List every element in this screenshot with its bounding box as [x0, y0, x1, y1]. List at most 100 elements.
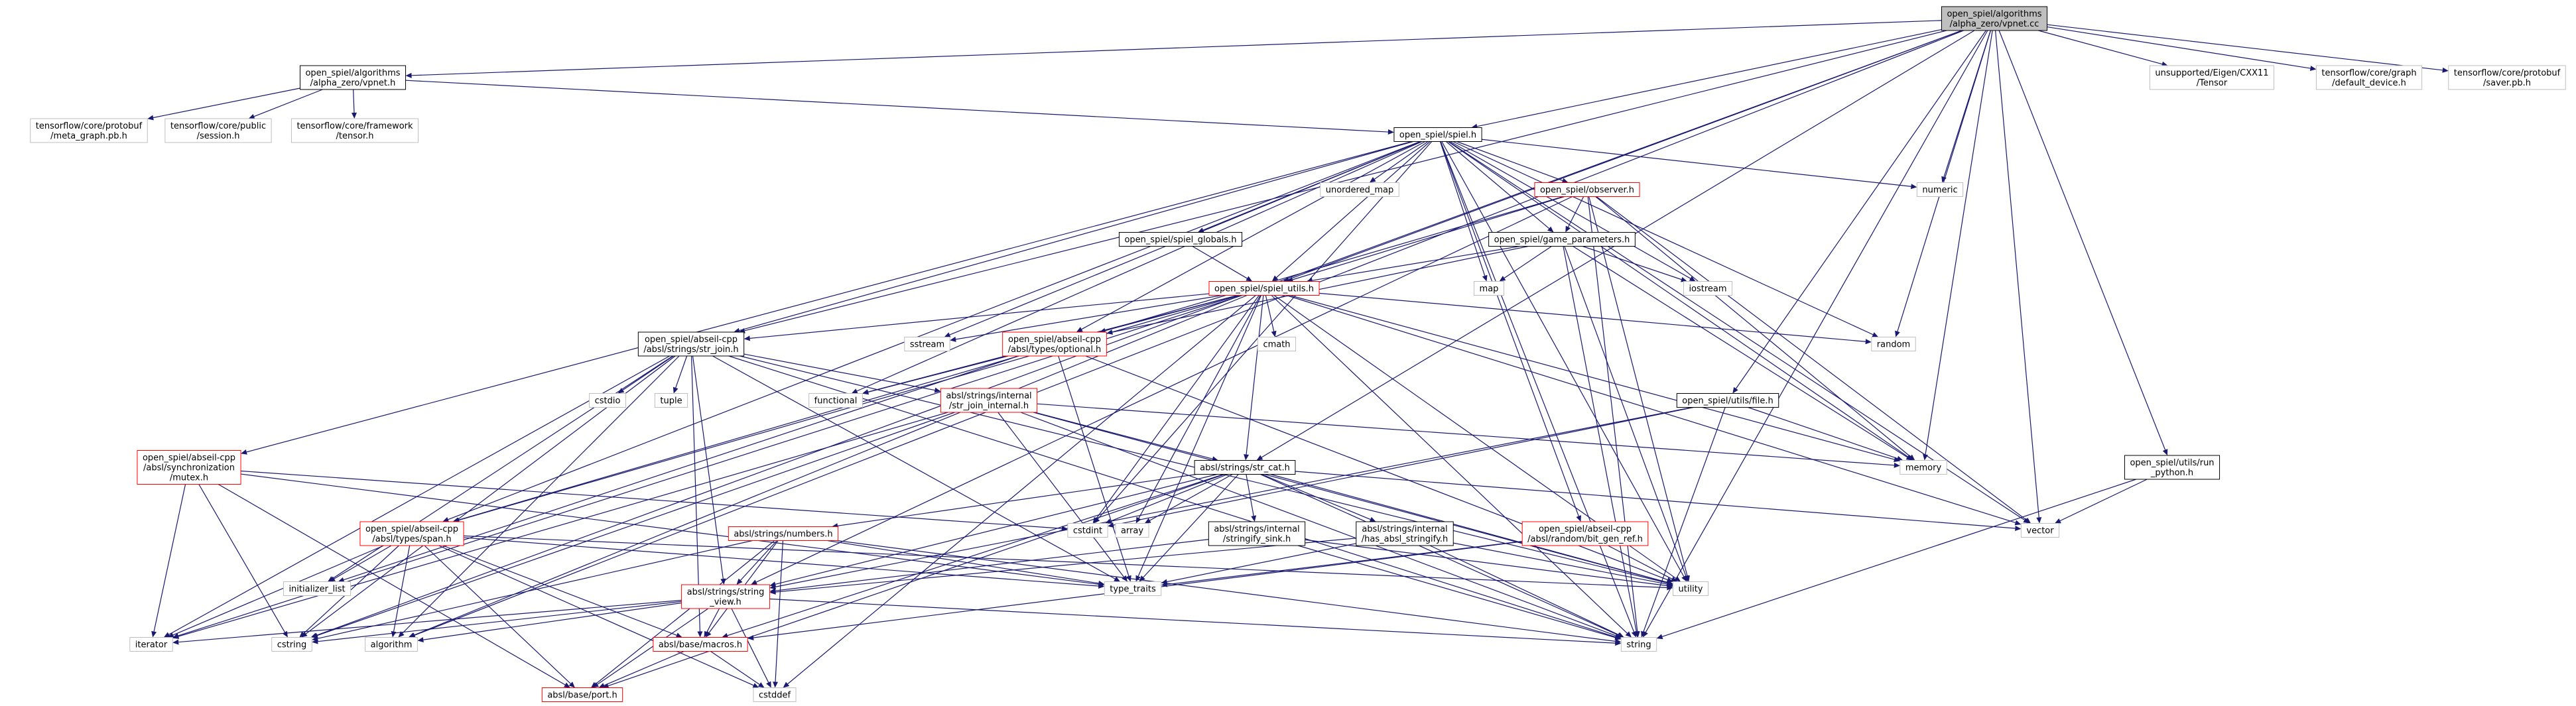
node-str_join[interactable]: open_spiel/abseil-cpp/absl/strings/str_j…	[637, 331, 745, 357]
edge-vpnet_h-to-spiel_h	[405, 80, 1388, 133]
node-root[interactable]: open_spiel/algorithms/alpha_zero/vpnet.c…	[1941, 6, 2048, 31]
node-str_join_internal[interactable]: absl/strings/internal/str_join_internal.…	[940, 388, 1038, 413]
node-box	[365, 637, 418, 652]
arrowhead-span_h-to-port_h	[568, 681, 575, 688]
node-label: open_spiel/spiel_globals.h	[1124, 235, 1236, 245]
node-spiel_h[interactable]: open_spiel/spiel.h	[1393, 127, 1482, 142]
node-box	[1534, 182, 1640, 197]
edge-game_parameters-to-iostream	[1582, 245, 1682, 280]
arrowhead-str_join-to-tuple	[673, 386, 678, 394]
arrowhead-root-to-vector	[2036, 517, 2042, 524]
edge-run_python-to-string	[1662, 479, 2136, 637]
node-array: array	[1115, 523, 1149, 538]
arrowhead-str_cat-to-string_view	[769, 581, 777, 587]
node-vpnet_h[interactable]: open_spiel/algorithms/alpha_zero/vpnet.h	[299, 65, 407, 90]
edge-spiel_h-to-numeric	[1482, 139, 1911, 187]
node-macros_h[interactable]: absl/base/macros.h	[653, 637, 748, 652]
arrowhead-observer_h-to-spiel_utils	[1287, 277, 1294, 282]
node-label: /session.h	[197, 131, 240, 141]
node-mutex_h[interactable]: open_spiel/abseil-cpp/absl/synchronizati…	[137, 450, 241, 485]
edge-stringify_sink-to-string	[1297, 545, 1616, 638]
node-spiel_utils[interactable]: open_spiel/spiel_utils.h	[1208, 281, 1320, 296]
arrowhead-spiel_h-to-bit_gen_ref	[1576, 515, 1582, 522]
node-box	[1194, 460, 1296, 475]
node-has_absl_stringify[interactable]: absl/strings/internal/has_absl_stringify…	[1356, 521, 1454, 546]
node-label: functional	[814, 396, 858, 406]
node-span_h[interactable]: open_spiel/abseil-cpp/absl/types/span.h	[359, 521, 464, 546]
arrowhead-bit_gen_ref-to-macros_h	[747, 635, 754, 640]
edge-root-to-eigen_tensor	[2038, 30, 2163, 65]
node-label: tensorflow/core/graph	[2321, 68, 2416, 78]
node-file_h[interactable]: open_spiel/utils/file.h	[1676, 393, 1779, 408]
node-numbers_h[interactable]: absl/strings/numbers.h	[728, 526, 839, 541]
arrowhead-has_absl_stringify-to-utility	[1666, 581, 1673, 587]
node-label: _view.h	[709, 597, 741, 607]
node-label: absl/strings/internal	[946, 391, 1031, 401]
node-label: open_spiel/abseil-cpp	[1008, 335, 1101, 345]
arrowhead-str_cat-to-cstdint	[1105, 518, 1112, 524]
edge-observer_h-to-memory	[1595, 196, 1911, 457]
edge-string_view-to-iterator	[178, 599, 682, 643]
arrowhead-spiel_h-to-game_parameters	[1547, 226, 1554, 233]
edge-spiel_h-to-string	[1440, 141, 1635, 632]
arrowhead-numbers_h-to-cstddef	[773, 681, 779, 688]
edge-spiel_utils-to-cstddef	[787, 295, 1256, 685]
node-stringify_sink[interactable]: absl/strings/internal/stringify_sink.h	[1208, 521, 1306, 546]
arrowhead-spiel_h-to-span_h	[442, 517, 450, 522]
edge-spiel_utils-to-str_cat	[1246, 295, 1264, 455]
edge-str_cat-to-numbers_h	[837, 473, 1197, 526]
node-spiel_globals[interactable]: open_spiel/spiel_globals.h	[1118, 232, 1243, 247]
edge-mutex_h-to-cstdint	[241, 470, 1062, 529]
edge-spiel_h-to-vector	[1448, 141, 2025, 521]
node-label: open_spiel/utils/file.h	[1682, 396, 1773, 406]
node-optional_h[interactable]: open_spiel/abseil-cpp/absl/types/optiona…	[1002, 331, 1107, 357]
arrowhead-numbers_h-to-string_view	[736, 578, 743, 585]
arrowhead-spiel_h-to-optional_h	[1076, 327, 1083, 332]
node-run_python[interactable]: open_spiel/utils/run_python.h	[2124, 455, 2221, 480]
edge-spiel_h-to-observer_h	[1456, 141, 1563, 181]
node-game_parameters[interactable]: open_spiel/game_parameters.h	[1488, 232, 1636, 247]
node-box	[940, 388, 1038, 413]
node-random: random	[1871, 337, 1916, 351]
arrowhead-str_cat-to-array	[1144, 518, 1151, 524]
node-label: open_spiel/abseil-cpp	[645, 335, 738, 345]
node-box	[1208, 281, 1320, 296]
edge-root-to-spiel_h	[1477, 29, 1942, 127]
node-port_h[interactable]: absl/base/port.h	[541, 687, 623, 702]
node-sstream: sstream	[904, 337, 950, 351]
node-algorithm: algorithm	[365, 637, 418, 652]
arrowhead-spiel_utils-to-cstdint	[1092, 516, 1099, 524]
arrowhead-string_view-to-string	[1615, 640, 1622, 646]
arrowhead-stringify_sink-to-string	[1614, 634, 1622, 640]
arrowhead-str_cat-to-has_absl_stringify	[1369, 516, 1376, 522]
edge-spiel_utils-to-sstream	[955, 294, 1222, 340]
node-label: tensorflow/core/protobuf	[36, 121, 143, 131]
node-label: /absl/random/bit_gen_ref.h	[1527, 534, 1643, 544]
node-iterator: iterator	[129, 637, 173, 652]
edge-str_join-to-algorithm	[402, 355, 680, 634]
arrowhead-vpnet_h-to-tf_session	[248, 113, 255, 119]
edge-span_h-to-port_h	[424, 545, 571, 684]
node-string_view[interactable]: absl/strings/string_view.h	[681, 584, 770, 609]
node-str_cat[interactable]: absl/strings/str_cat.h	[1194, 460, 1296, 475]
edge-root-to-cstring	[316, 30, 1963, 636]
node-bit_gen_ref[interactable]: open_spiel/abseil-cpp/absl/random/bit_ge…	[1521, 521, 1649, 546]
node-label: /absl/types/span.h	[372, 534, 451, 544]
node-label: cstdint	[1073, 526, 1102, 536]
node-label: type_traits	[1110, 585, 1156, 595]
arrowhead-game_parameters-to-utility	[1683, 575, 1689, 582]
arrowhead-root-to-file_h	[1732, 386, 1738, 394]
edge-str_cat-to-cstdint	[1110, 473, 1228, 522]
node-label: absl/base/port.h	[547, 691, 617, 701]
node-label: cstring	[277, 640, 306, 650]
arrowhead-spiel_utils-to-str_cat	[1244, 454, 1250, 461]
arrowhead-str_join-to-type_traits	[1114, 576, 1121, 582]
arrowhead-spiel_utils-to-str_join	[743, 335, 751, 341]
edge-root-to-str_join	[744, 30, 1947, 331]
edge-macros_h-to-port_h	[604, 650, 684, 686]
node-cstdint: cstdint	[1067, 523, 1108, 538]
node-box	[30, 118, 148, 143]
node-observer_h[interactable]: open_spiel/observer.h	[1534, 182, 1640, 197]
edge-has_absl_stringify-to-string	[1429, 545, 1619, 636]
edge-root-to-tf_saver	[2047, 24, 2443, 71]
